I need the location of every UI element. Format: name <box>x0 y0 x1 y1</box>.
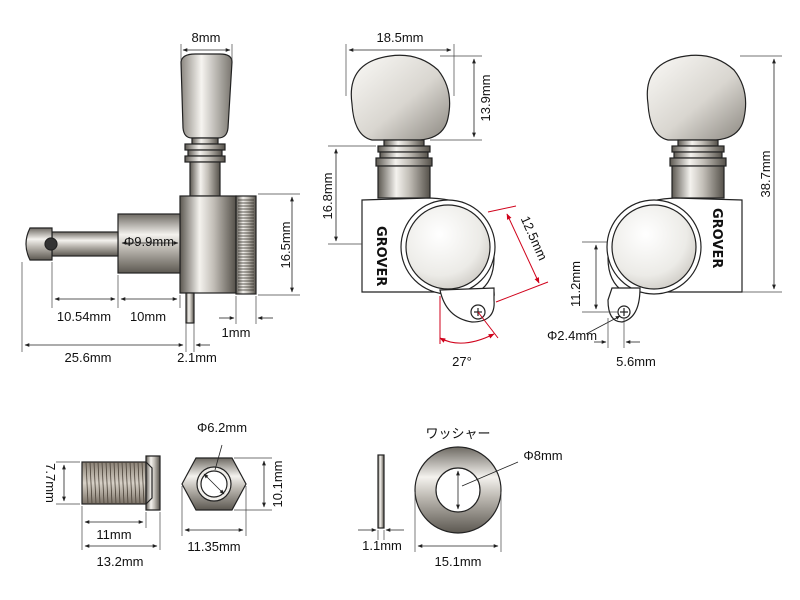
neck-ring <box>191 137 219 145</box>
neck-ring <box>187 149 223 157</box>
hex-nut-dimensions: 10.1mm 11.35mm <box>181 457 285 554</box>
neck-ring <box>379 151 429 159</box>
rear-view-dimensions: 38.7mm 11.2mm Φ2.4mm 5.6mm <box>547 55 782 369</box>
front-view: GROVER <box>350 54 496 323</box>
dim-pin-2-1: 2.1mm <box>177 350 217 365</box>
dim-bushing-total-length: 13.2mm <box>97 554 144 569</box>
post-cap <box>25 227 53 261</box>
front-screw-tab <box>439 287 495 323</box>
dim-button-width-side: 8mm <box>192 30 221 45</box>
dim-bushing-thread-height: 7.7mm <box>43 463 58 503</box>
dim-nut-inner: Φ6.2mm <box>197 420 247 435</box>
washer-label: ワッシャー <box>425 427 490 442</box>
dim-bushing-thread-length: 11mm <box>96 527 131 542</box>
dim-angle: 27° <box>452 354 472 369</box>
string-post <box>51 231 119 257</box>
neck-ring <box>669 157 727 167</box>
front-view-dimensions: 18.5mm 13.9mm 16.8mm 12.5mm 27° <box>320 30 551 369</box>
dim-washer-outer: 15.1mm <box>435 554 482 569</box>
rear-screw-tab <box>607 287 641 323</box>
dim-screw-height: 11.2mm <box>568 261 583 307</box>
dim-shaft-10: 10mm <box>130 309 166 324</box>
dim-housing-height: 16.8mm <box>320 173 335 220</box>
side-knob <box>180 53 233 139</box>
dim-button-width-front: 18.5mm <box>377 30 424 45</box>
rear-knob <box>646 54 747 141</box>
gear-cover-front <box>405 204 491 290</box>
neck-ring <box>671 145 725 153</box>
neck-ring <box>375 157 433 167</box>
dim-button-height: 13.9mm <box>478 75 493 122</box>
dim-screw-offset: 5.6mm <box>616 354 656 369</box>
neck-ring <box>184 155 226 163</box>
rear-gear-cover <box>611 204 697 290</box>
brand-front: GROVER <box>373 226 388 286</box>
bushing-flange <box>145 455 161 511</box>
neck-ring <box>677 139 719 147</box>
front-knob <box>350 54 451 141</box>
side-view <box>25 53 257 324</box>
mounting-pin <box>185 292 195 324</box>
post-hole <box>44 237 58 251</box>
dim-overall-height: 38.7mm <box>758 151 773 198</box>
brand-rear: GROVER <box>709 208 724 268</box>
dim-gear-diameter: 12.5mm <box>518 214 551 263</box>
dim-washer-thickness: 1.1mm <box>362 538 402 553</box>
dim-shaft-10-54: 10.54mm <box>57 309 111 324</box>
side-view-dimensions: 8mm Φ9.9mm 16.5mm 10.54mm 10mm 1mm 25.6m… <box>21 30 300 365</box>
bushing-view <box>81 455 161 511</box>
dim-nut-width: 11.35mm <box>187 539 240 554</box>
rear-view: GROVER <box>606 54 747 323</box>
worm-shaft <box>671 165 725 199</box>
bushing-dimensions: 7.7mm 11mm 13.2mm <box>43 461 161 569</box>
bushing-thread-lines <box>85 461 145 505</box>
dim-screw-hole: Φ2.4mm <box>547 328 597 343</box>
dim-overall-length: 25.6mm <box>65 350 112 365</box>
dim-gear-1mm: 1mm <box>222 325 251 340</box>
washer-side <box>377 454 385 529</box>
neck-ring <box>377 145 431 153</box>
dim-washer-inner: Φ8mm <box>523 448 562 463</box>
worm-shaft <box>189 161 221 197</box>
worm-shaft <box>377 165 431 199</box>
side-housing <box>179 195 237 294</box>
gear-cover-ribs <box>238 199 254 291</box>
dim-bushing-diameter: Φ9.9mm <box>124 234 174 249</box>
hex-nut-view: Φ6.2mm <box>181 420 247 511</box>
neck-ring <box>673 151 723 159</box>
washer-view: ワッシャー Φ8mm <box>377 427 563 534</box>
dim-nut-height: 10.1mm <box>270 461 285 508</box>
neck-ring <box>383 139 425 147</box>
washer-dimensions: 1.1mm 15.1mm <box>358 492 502 569</box>
neck-ring <box>184 143 226 151</box>
dim-post-housing-height: 16.5mm <box>278 222 293 269</box>
